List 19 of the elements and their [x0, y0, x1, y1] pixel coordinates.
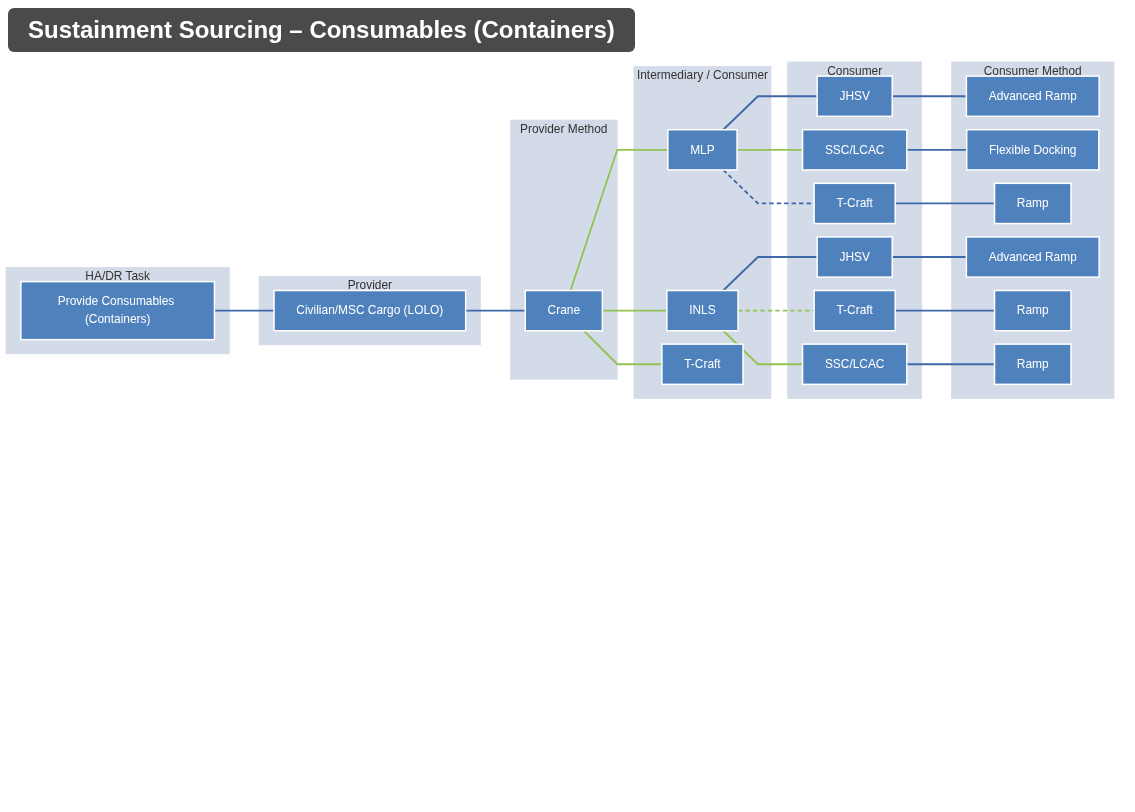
- node-box: JHSV: [816, 236, 893, 278]
- node-box: Advanced Ramp: [965, 75, 1100, 118]
- node-box: Crane: [524, 289, 604, 332]
- node-box: T-Craft: [661, 343, 744, 386]
- node-box: Provide Consumables (Containers): [20, 280, 216, 341]
- node-box: INLS: [666, 289, 739, 332]
- node-box: T-Craft: [813, 182, 896, 225]
- node-box: MLP: [667, 128, 738, 171]
- node-box: SSC/LCAC: [801, 128, 908, 171]
- diagram-title: Sustainment Sourcing – Consumables (Containers): [8, 8, 635, 52]
- node-box: SSC/LCAC: [801, 343, 908, 386]
- node-box: Ramp: [993, 182, 1072, 225]
- node-box: Ramp: [993, 343, 1072, 386]
- node-box: JHSV: [816, 75, 893, 118]
- node-box: Advanced Ramp: [965, 236, 1100, 278]
- node-box: T-Craft: [813, 289, 896, 332]
- node-box: Ramp: [993, 289, 1072, 332]
- node-box: Flexible Docking: [965, 128, 1100, 171]
- node-box: Civilian/MSC Cargo (LOLO): [273, 289, 467, 332]
